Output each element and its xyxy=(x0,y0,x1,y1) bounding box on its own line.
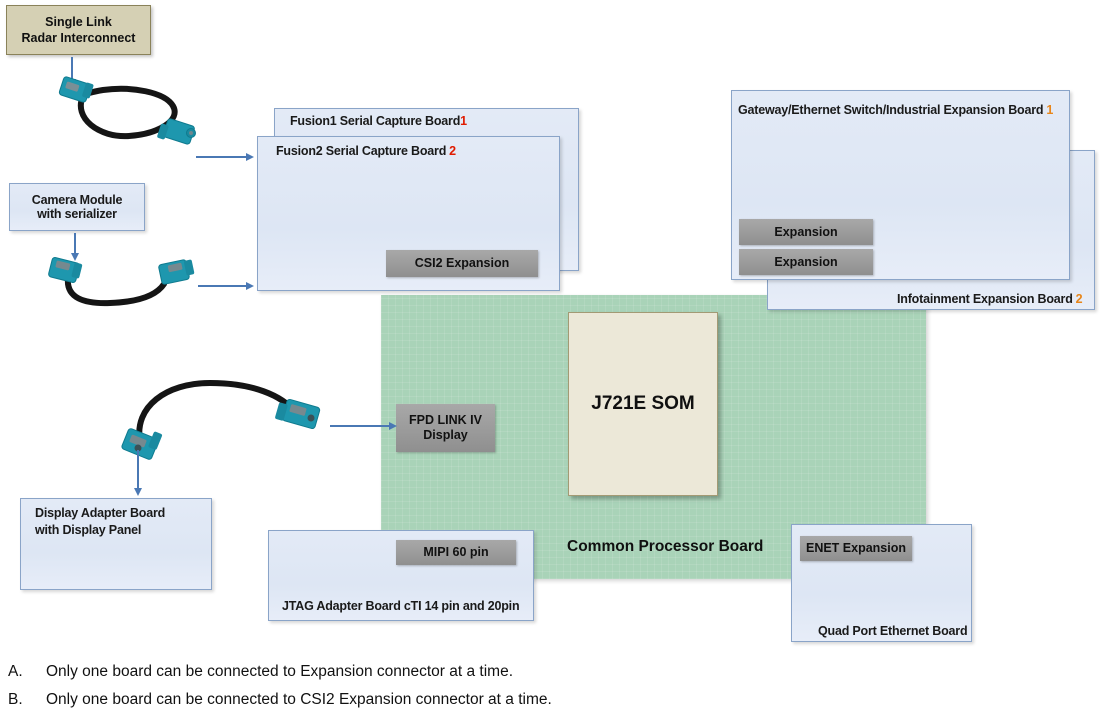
j721e-som: J721E SOM xyxy=(568,312,718,496)
common-processor-board-label: Common Processor Board xyxy=(567,538,764,555)
camera-module-board xyxy=(9,183,145,231)
arrow-display-cable-to-adapter-line xyxy=(137,450,139,490)
display-adapter-line2: with Display Panel xyxy=(35,523,142,537)
gateway-index: 1 xyxy=(1046,103,1054,117)
mipi-60-pin-label: MIPI 60 pin xyxy=(423,545,489,559)
display-adapter-board xyxy=(20,498,212,590)
single-link-radar-interconnect-box: Single Link Radar Interconnect xyxy=(6,5,151,55)
note-row-a: A. Only one board can be connected to Ex… xyxy=(8,658,1088,686)
enet-expansion-connector[interactable]: ENET Expansion xyxy=(800,536,912,561)
arrow-radar-to-fusion-head xyxy=(246,152,254,161)
quad-port-ethernet-board-label: Quad Port Ethernet Board xyxy=(818,624,968,638)
expansion-connector-2[interactable]: Expansion xyxy=(739,249,873,275)
camera-module-line1: Camera Module xyxy=(31,193,123,207)
mipi-60-pin-connector[interactable]: MIPI 60 pin xyxy=(396,540,516,565)
fpd-link-iv-label-line1: FPD LINK IV xyxy=(409,413,482,427)
arrow-display-cable-to-fpd-line xyxy=(330,425,392,427)
note-text-a: Only one board can be connected to Expan… xyxy=(46,663,514,680)
fusion2-index: 2 xyxy=(449,144,456,158)
display-adapter-label-wrap: Display Adapter Board with Display Panel xyxy=(35,506,215,537)
display-fakra-cable xyxy=(121,379,321,460)
gateway-ethernet-industrial-expansion-board xyxy=(731,90,1070,280)
camera-module-label: Camera Module with serializer xyxy=(9,183,145,231)
note-key-b: B. xyxy=(8,691,23,708)
radar-interconnect-line1: Single Link xyxy=(45,15,112,29)
expansion-connector-1[interactable]: Expansion xyxy=(739,219,873,245)
display-adapter-line1: Display Adapter Board xyxy=(35,506,166,520)
infotainment-label: Infotainment Expansion Board xyxy=(897,292,1073,306)
fusion1-index: 1 xyxy=(460,114,467,128)
radar-fakra-cable xyxy=(58,76,196,145)
fusion2-label: Fusion2 Serial Capture Board xyxy=(276,144,447,158)
arrow-camera-to-cable-head xyxy=(70,253,79,261)
infotainment-index: 2 xyxy=(1075,292,1083,306)
note-key-a: A. xyxy=(8,663,23,680)
gateway-label: Gateway/Ethernet Switch/Industrial Expan… xyxy=(738,103,1044,117)
gateway-label-wrap: Gateway/Ethernet Switch/Industrial Expan… xyxy=(738,103,1053,117)
enet-expansion-label: ENET Expansion xyxy=(805,541,907,555)
expansion-connector-1-label: Expansion xyxy=(774,224,838,239)
camera-module-line2: with serializer xyxy=(37,207,117,221)
fusion1-label: Fusion1 Serial Capture Board xyxy=(290,114,461,128)
arrow-camera-to-cable-line xyxy=(74,233,76,255)
arrow-radar-to-fusion-line xyxy=(196,156,248,158)
expansion-connector-2-label: Expansion xyxy=(774,254,838,269)
arrow-display-cable-to-adapter-head xyxy=(133,488,142,496)
arrow-display-cable-to-fpd-head xyxy=(389,421,397,430)
radar-interconnect-line2: Radar Interconnect xyxy=(21,31,136,45)
fusion1-label-wrap: Fusion1 Serial Capture Board1 xyxy=(290,114,467,128)
camera-fakra-cable xyxy=(48,257,195,307)
jtag-adapter-board-label: JTAG Adapter Board cTI 14 pin and 20pin xyxy=(282,599,520,613)
csi2-expansion-connector[interactable]: CSI2 Expansion xyxy=(386,250,538,277)
note-row-b: B. Only one board can be connected to CS… xyxy=(8,686,1088,714)
arrow-camera-to-fusion-line xyxy=(198,285,248,287)
arrow-radar-to-cable-line xyxy=(71,57,73,81)
j721e-som-label: J721E SOM xyxy=(591,393,695,414)
fpd-link-iv-connector[interactable]: FPD LINK IV Display xyxy=(396,404,495,452)
fpd-link-iv-label-line2: Display xyxy=(423,428,468,442)
csi2-expansion-label: CSI2 Expansion xyxy=(414,256,510,270)
arrow-camera-to-fusion-head xyxy=(246,281,254,290)
note-text-b: Only one board can be connected to CSI2 … xyxy=(46,691,552,708)
notes-list: A. Only one board can be connected to Ex… xyxy=(8,658,1088,714)
